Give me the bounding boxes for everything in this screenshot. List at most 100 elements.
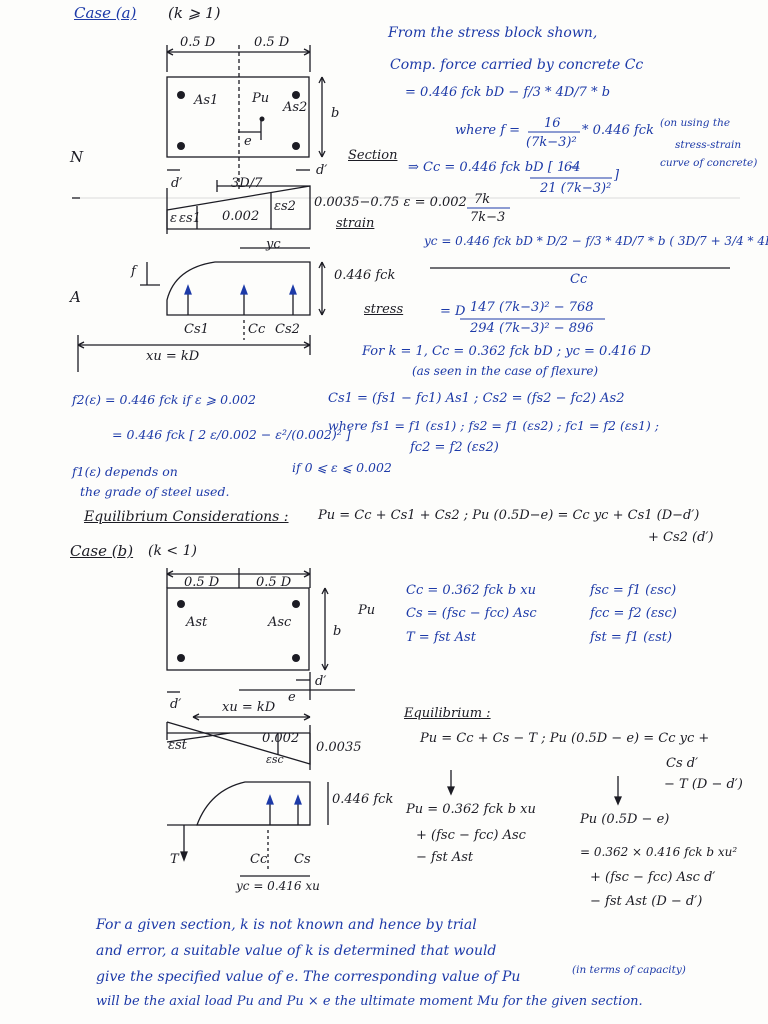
dim-half-left-a: 0.5 D [180,35,216,50]
note-curve: curve of concrete) [660,157,758,169]
strain-label: strain [336,216,375,231]
dim-b-b: b [333,624,342,639]
stress-block-b [196,781,311,826]
dim-half-right-a: 0.5 D [254,35,290,50]
eq-f-den: (7k−3)² [526,135,577,150]
eq-yc-den: Cc [570,272,588,287]
label-as2: As2 [283,100,308,115]
dim-dprime-right-a: d′ [316,163,328,178]
eq-cc-b: Cc = 0.362 fck b xu [406,583,536,598]
dim-3d7: 3D/7 [231,176,263,191]
footer-line-3: give the specified value of e. The corre… [96,969,521,985]
case-a-heading: Case (a) [74,4,137,22]
xu-label-b: xu = kD [222,700,276,715]
dim-dprime-right-b: d′ [315,674,327,689]
force-cc-b: Cc [250,852,268,867]
eq-m-b4: − fst Ast (D − d′) [590,894,703,909]
bar-asc [292,600,300,608]
eq-yc2-den: 294 (7k−3)² − 896 [470,321,594,336]
stress-yc-b: yc = 0.416 xu [236,879,320,893]
strain-frac-den: 7k−3 [470,210,506,225]
label-pu-a: Pu [252,91,270,106]
label-pu-b: Pu [358,603,376,618]
eq-cc-den: 21 (7k−3)² [540,181,612,196]
eq-m-b2: = 0.362 × 0.416 fck b xu² [580,845,738,859]
equilibrium-a-eq: Pu = Cc + Cs1 + Cs2 ; Pu (0.5D−e) = Cc y… [318,508,700,523]
strain-eps: ε [170,211,177,226]
eq-pu-b1: Pu = 0.362 fck b xu [406,802,536,817]
eq-t-b: T = fst Ast [406,630,476,645]
force-cc-a: Cc [248,322,266,337]
eq-m-b3: + (fsc − fcc) Asc d′ [590,870,716,885]
dim-dprime-left-b: d′ [170,697,182,712]
strain-eps-s2: εs2 [274,199,296,214]
strain-eps-sc: εsc [266,753,284,766]
stress-fck-b: 0.446 fck [332,792,394,807]
force-t: T [170,852,179,867]
eq-fcc: fcc = f2 (εsc) [590,606,677,621]
equilibrium-b-eq3: − T (D − d′) [664,777,743,792]
section-b-rect [166,587,310,671]
label-as1: As1 [194,93,219,108]
eq-cc-initial: = 0.446 fck bD − f/3 * 4D/7 * b [405,85,611,100]
strain-eps-s1: εs1 [179,211,201,226]
label-asc: Asc [268,615,292,630]
equilibrium-b-eq1: Pu = Cc + Cs − T ; Pu (0.5D − e) = Cc yc… [420,731,710,746]
case-b-condition: (k < 1) [148,543,197,559]
stress-block-a [166,261,311,316]
force-cs2: Cs2 [275,322,300,337]
eq-cc-result: ⇒ Cc = 0.446 fck bD [ 1 − [408,160,581,175]
note-flexure: (as seen in the case of flexure) [412,364,599,378]
note-stress-strain: stress-strain [675,139,742,151]
case-b-heading: Case (b) [70,542,134,560]
xu-label-a: xu = kD [146,349,200,364]
eq-f-tail: * 0.446 fck [582,123,654,138]
equilibrium-b-label: Equilibrium : [404,706,491,721]
dim-b-a: b [331,106,340,121]
section-a-rect [166,76,310,158]
eq-cc-num: 64 [564,160,581,175]
strain-0035-b: 0.0035 [316,740,362,755]
eq-yc2-num: 147 (7k−3)² − 768 [470,300,594,315]
strain-frac-num: 7k [474,192,491,207]
label-ast: Ast [186,615,208,630]
equilibrium-b-eq2: Cs d′ [666,756,699,771]
eq-cs-b: Cs = (fsc − fcc) Asc [406,606,537,621]
text-comp-force: Comp. force carried by concrete Cc [390,57,644,73]
eq-fc2: fc2 = f2 (εs2) [410,440,499,455]
eq-f-num: 16 [544,116,561,131]
eq-cs1-cs2: Cs1 = (fs1 − fc1) As1 ; Cs2 = (fs2 − fc2… [328,391,625,406]
footer-line-2: and error, a suitable value of k is dete… [96,943,497,959]
case-a-condition: (k ⩾ 1) [168,4,221,22]
text-grade-steel: the grade of steel used. [80,484,230,499]
eq-m-b1: Pu (0.5D − e) [580,812,670,827]
eq-k-equals-1: For k = 1, Cc = 0.362 fck bD ; yc = 0.41… [362,344,651,359]
eq-pu-b3: − fst Ast [416,850,474,865]
footer-line-4: will be the axial load Pu and Pu × e the… [96,994,643,1009]
eq-where-fs: where fs1 = f1 (εs1) ; fs2 = f1 (εs2) ; … [328,418,659,433]
force-cs: Cs [294,852,311,867]
eq-f2-range: if 0 ⩽ ε ⩽ 0.002 [292,460,392,475]
bar-as1 [177,91,185,99]
footer-note-capacity: (in terms of capacity) [572,964,686,976]
text-f1-depends: f1(ε) depends on [72,464,178,479]
text-stress-block: From the stress block shown, [388,25,598,41]
dim-e-b: e [288,690,296,705]
force-cs1: Cs1 [184,322,209,337]
eq-pu-b2: + (fsc − fcc) Asc [416,828,526,843]
eq-where-f: where f = [455,123,521,138]
strain-0002-b: 0.002 [262,731,300,746]
equilibrium-a-label: Equilibrium Considerations : [84,509,289,525]
na-label-a: A [70,288,81,306]
footer-line-1: For a given section, k is not known and … [96,917,477,933]
stress-label: stress [364,302,404,317]
strain-eps-st: εst [168,738,187,753]
eq-f2-plateau: f2(ε) = 0.446 fck if ε ⩾ 0.002 [72,392,256,407]
stress-yc-a: yc [266,237,281,252]
eq-f2-parabola: = 0.446 fck [ 2 ε/0.002 − ε²/(0.002)² ] [112,427,351,442]
dim-e-a: e [244,134,252,149]
eq-yc2-lhs: = D [440,304,466,319]
section-label-a: Section [348,148,398,163]
eq-yc: yc = 0.446 fck bD * D/2 − f/3 * 4D/7 * b… [424,234,768,248]
